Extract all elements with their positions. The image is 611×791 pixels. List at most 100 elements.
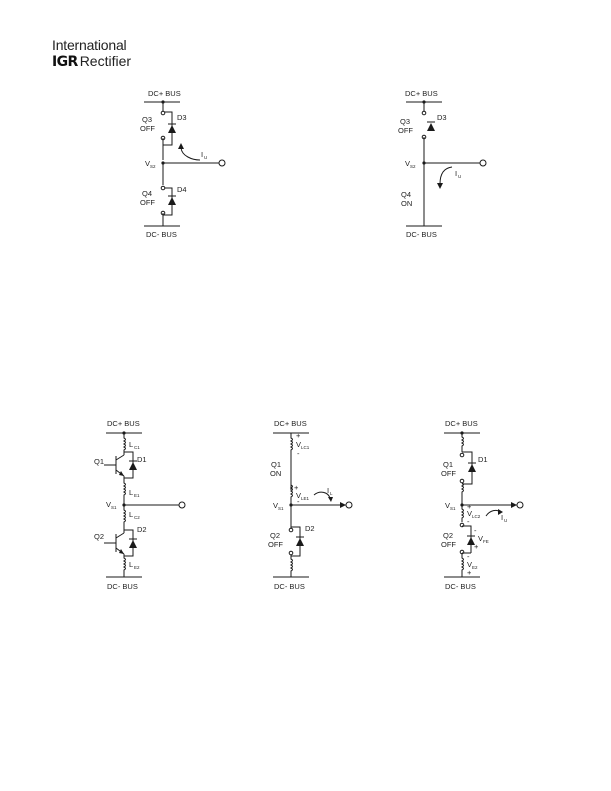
b-node-sub: S2 xyxy=(410,164,416,169)
d-current-label: I xyxy=(327,486,329,495)
d-l-e2-coil xyxy=(289,555,293,577)
c-q2-collector xyxy=(115,532,125,539)
a-current-arrow xyxy=(180,147,201,161)
d-top-bus-label: DC+ BUS xyxy=(274,419,307,428)
b-current-label: I xyxy=(455,169,457,178)
c-l-e2-label: L xyxy=(129,560,133,569)
e-l-e1-coil xyxy=(460,482,464,505)
d-lc1-minus: - xyxy=(297,449,300,458)
d-q2-contact-top xyxy=(288,527,294,533)
circuit-a: DC+ BUS D3 Q3 OFF V S2 I U D4 Q4 OFF xyxy=(140,89,226,239)
e-d2-diode-icon xyxy=(467,537,475,545)
e-top-bus-label: DC+ BUS xyxy=(445,419,478,428)
e-v-e2-sub: E2 xyxy=(472,565,478,570)
a-current-arrowhead xyxy=(178,143,184,149)
a-d3-diode-icon xyxy=(168,125,176,133)
e-lc2-minus: - xyxy=(467,517,470,526)
a-q3-contact-top xyxy=(160,110,166,116)
c-q1-emitter-arrow xyxy=(119,471,124,476)
e-e2-minus: - xyxy=(467,552,470,561)
d-v-le1-label: V xyxy=(296,491,301,500)
b-q3-state: OFF xyxy=(398,126,413,135)
e-d2-wire xyxy=(462,525,472,553)
e-q1-state: OFF xyxy=(441,469,456,478)
a-node-sub: S2 xyxy=(150,164,156,169)
e-fe-plus: - xyxy=(474,526,477,535)
e-q1-contact-top xyxy=(459,452,465,458)
d-le1-plus: + xyxy=(294,483,299,492)
e-d1-diode-icon xyxy=(468,464,476,472)
c-l-e1-coil xyxy=(122,476,126,505)
e-bottom-bus-label: DC- BUS xyxy=(445,582,476,591)
b-d3-label: D3 xyxy=(437,113,447,122)
a-q4-contact-top xyxy=(160,185,166,191)
a-top-bus-label: DC+ BUS xyxy=(148,89,181,98)
b-d3-diode-icon xyxy=(427,123,435,131)
d-v-le1-sub: LE1 xyxy=(301,496,310,501)
e-q2-label: Q2 xyxy=(443,531,453,540)
e-node-label: V xyxy=(445,501,450,510)
d-lc1-plus: + xyxy=(296,431,301,440)
d-node-label: V xyxy=(273,501,278,510)
e-d1-label: D1 xyxy=(478,455,488,464)
e-v-fe-label: V xyxy=(478,534,483,543)
d-node-sub: S1 xyxy=(278,506,284,511)
c-q1-label: Q1 xyxy=(94,457,104,466)
circuit-c: DC+ BUS L C1 Q1 D1 L E1 V S1 L C2 xyxy=(94,419,186,591)
d-current-arrowhead xyxy=(328,497,333,502)
e-current-label: I xyxy=(501,513,503,522)
logo-line-international: International xyxy=(52,37,127,53)
c-l-top-coil xyxy=(122,433,126,455)
b-q4-label: Q4 xyxy=(401,190,411,199)
d-q2-state: OFF xyxy=(268,540,283,549)
c-l-e1-sub: E1 xyxy=(134,493,140,498)
e-current-sub: U xyxy=(504,518,507,523)
e-q2-state: OFF xyxy=(441,540,456,549)
a-q4-state: OFF xyxy=(140,198,155,207)
d-v-lc1-sub: LC1 xyxy=(301,445,310,450)
e-output-terminal xyxy=(516,501,524,509)
b-bottom-bus-label: DC- BUS xyxy=(406,230,437,239)
c-d2-label: D2 xyxy=(137,525,147,534)
logo-line-rectifier: Rectifier xyxy=(79,53,132,69)
d-d2-diode-icon xyxy=(296,538,304,546)
e-fe-minus: + xyxy=(474,542,479,551)
d-bottom-bus-label: DC- BUS xyxy=(274,582,305,591)
c-l-c2-sub: C2 xyxy=(134,515,140,520)
b-current-arrowhead xyxy=(437,183,443,189)
a-output-terminal xyxy=(218,159,226,167)
a-d4-diode-icon xyxy=(168,197,176,205)
c-l-top-sub: C1 xyxy=(134,445,140,450)
c-d2-diode-icon xyxy=(129,540,137,548)
logo-badge: IGR xyxy=(52,54,78,70)
e-node-sub: S1 xyxy=(450,506,456,511)
b-q3-label: Q3 xyxy=(400,117,410,126)
e-l-c2-coil xyxy=(460,505,464,522)
e-v-e2-label: V xyxy=(467,560,472,569)
e-e2-plus: + xyxy=(467,568,472,577)
c-node-label: V xyxy=(106,500,111,509)
c-l-e1-label: L xyxy=(129,488,133,497)
c-q1-collector xyxy=(115,454,125,461)
a-bottom-bus-label: DC- BUS xyxy=(146,230,177,239)
d-l-e1-coil xyxy=(289,484,293,505)
a-d4-label: D4 xyxy=(177,185,187,194)
c-l-c2-coil xyxy=(122,505,126,533)
c-node-sub: S1 xyxy=(111,505,117,510)
a-q3-state: OFF xyxy=(140,124,155,133)
e-v-lc2-label: V xyxy=(467,509,472,518)
a-q3-label: Q3 xyxy=(142,115,152,124)
circuit-e: DC+ BUS D1 Q1 OFF V S1 I U + V LC2 - - xyxy=(441,419,524,591)
d-q1-state: ON xyxy=(270,469,281,478)
e-v-lc2-sub: LC2 xyxy=(472,514,481,519)
a-current-label: I xyxy=(201,150,203,159)
e-output-arrowhead xyxy=(511,502,517,508)
e-v-fe-sub: FE xyxy=(483,539,489,544)
c-q2-label: Q2 xyxy=(94,532,104,541)
d-output-arrowhead xyxy=(340,502,346,508)
b-top-bus-label: DC+ BUS xyxy=(405,89,438,98)
a-d3-label: D3 xyxy=(177,113,187,122)
c-q2-emitter-arrow xyxy=(119,549,124,554)
b-q4-state: ON xyxy=(401,199,412,208)
